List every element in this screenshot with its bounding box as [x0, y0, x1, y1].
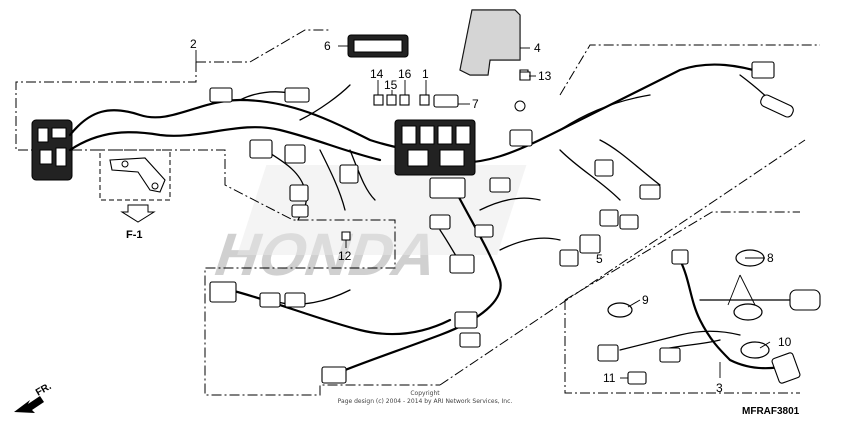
copyright-line-1: Copyright — [410, 390, 440, 397]
callout-14: 14 — [370, 67, 384, 81]
sub-harness-3 — [597, 249, 821, 385]
callout-15: 15 — [384, 78, 398, 92]
view-f1-inset: F-1 — [99, 149, 171, 241]
callout-2: 2 — [190, 37, 197, 51]
copyright-line-2: Page design (c) 2004 - 2014 by ARI Netwo… — [338, 398, 513, 405]
part-6-module — [347, 34, 409, 58]
bolts — [341, 71, 531, 241]
diagram-code: MFRAF3801 — [742, 406, 800, 417]
callout-10: 10 — [778, 335, 792, 349]
callout-12: 12 — [338, 249, 352, 263]
watermark-text: HONDA — [206, 221, 448, 288]
leader-lines — [195, 45, 771, 379]
view-label: F-1 — [126, 229, 143, 241]
callouts: 2 6 4 13 14 15 16 1 7 12 5 8 9 10 11 3 — [190, 37, 792, 395]
callout-7: 7 — [472, 97, 479, 111]
arrow-down-icon — [120, 204, 156, 223]
callout-1: 1 — [422, 67, 429, 81]
connectors — [209, 61, 794, 384]
callout-4: 4 — [534, 41, 541, 55]
dashed-boundary — [15, 29, 820, 396]
front-direction-indicator: FR. — [14, 381, 54, 413]
central-junction — [394, 119, 476, 199]
callout-3: 3 — [716, 381, 723, 395]
part-4-pad — [459, 9, 521, 76]
callout-13: 13 — [538, 69, 552, 83]
callout-16: 16 — [398, 67, 412, 81]
callout-6: 6 — [324, 39, 331, 53]
callout-8: 8 — [767, 251, 774, 265]
direction-arrow-icon — [14, 396, 44, 413]
callout-9: 9 — [642, 293, 649, 307]
direction-label: FR. — [34, 381, 54, 399]
callout-5: 5 — [596, 252, 603, 266]
left-connector-block — [31, 119, 73, 181]
callout-11: 11 — [603, 371, 616, 385]
